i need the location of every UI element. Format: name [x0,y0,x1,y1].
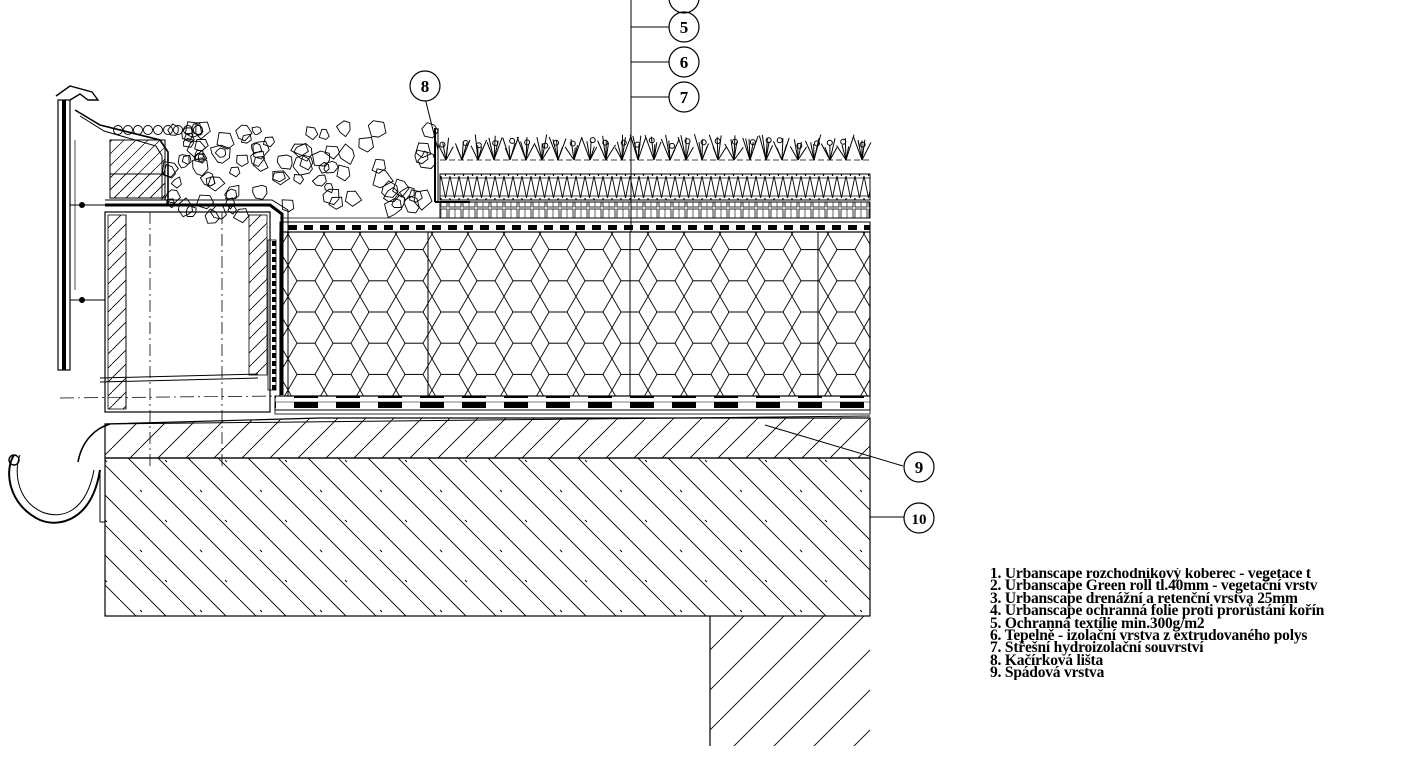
legend-item: 7. Střešní hydroizolační souvrství [990,639,1204,657]
callout-6: 6 [668,46,700,78]
callout-partial [668,0,700,14]
legend-item: 3. Urbanscape drenážní a retenční vrstva… [990,589,1298,607]
legend-item: 2. Urbanscape Green roll tl.40mm - veget… [990,577,1318,595]
callout-leaders [424,0,905,518]
callout-5: 5 [668,11,700,43]
layer-legend: 1. Urbanscape rozchodníkový koberec - ve… [990,568,1408,680]
parapet-wall [59,139,289,470]
callout-7: 7 [668,81,700,113]
flashing [55,85,169,371]
svg-text:8: 8 [421,77,430,96]
drainage-layer [439,201,871,219]
vegetation-layer [437,133,872,161]
slope-layer [104,415,871,459]
svg-text:7: 7 [680,88,689,107]
legend-item: 5. Ochranná textílie min.300g/m2 [990,614,1205,632]
legend-item: 6. Tepelně - izolační vrstva z extrudova… [990,626,1308,644]
svg-text:10: 10 [912,512,927,528]
gravel-stop-edge [434,128,470,203]
legend-item: 9. Spádová vrstva [990,664,1105,680]
gravel-strip [113,120,439,224]
svg-text:6: 6 [680,53,689,72]
svg-text:5: 5 [680,18,689,37]
protective-layers [279,217,871,233]
legend-item: 1. Urbanscape rozchodníkový koberec - ve… [990,568,1311,582]
callout-10: 10 [903,502,935,534]
gutter [8,423,111,524]
thermal-insulation [279,231,871,397]
legend-item: 8. Kačírková lišta [990,651,1104,669]
green-roll-layer [439,173,871,201]
svg-text:9: 9 [915,458,924,477]
waterproofing-layer [274,395,871,415]
callout-8: 8 [409,70,441,102]
callout-9: 9 [903,451,935,483]
concrete-slab [104,457,871,746]
legend-item: 4. Urbanscape ochranná folie proti prorů… [990,602,1325,620]
